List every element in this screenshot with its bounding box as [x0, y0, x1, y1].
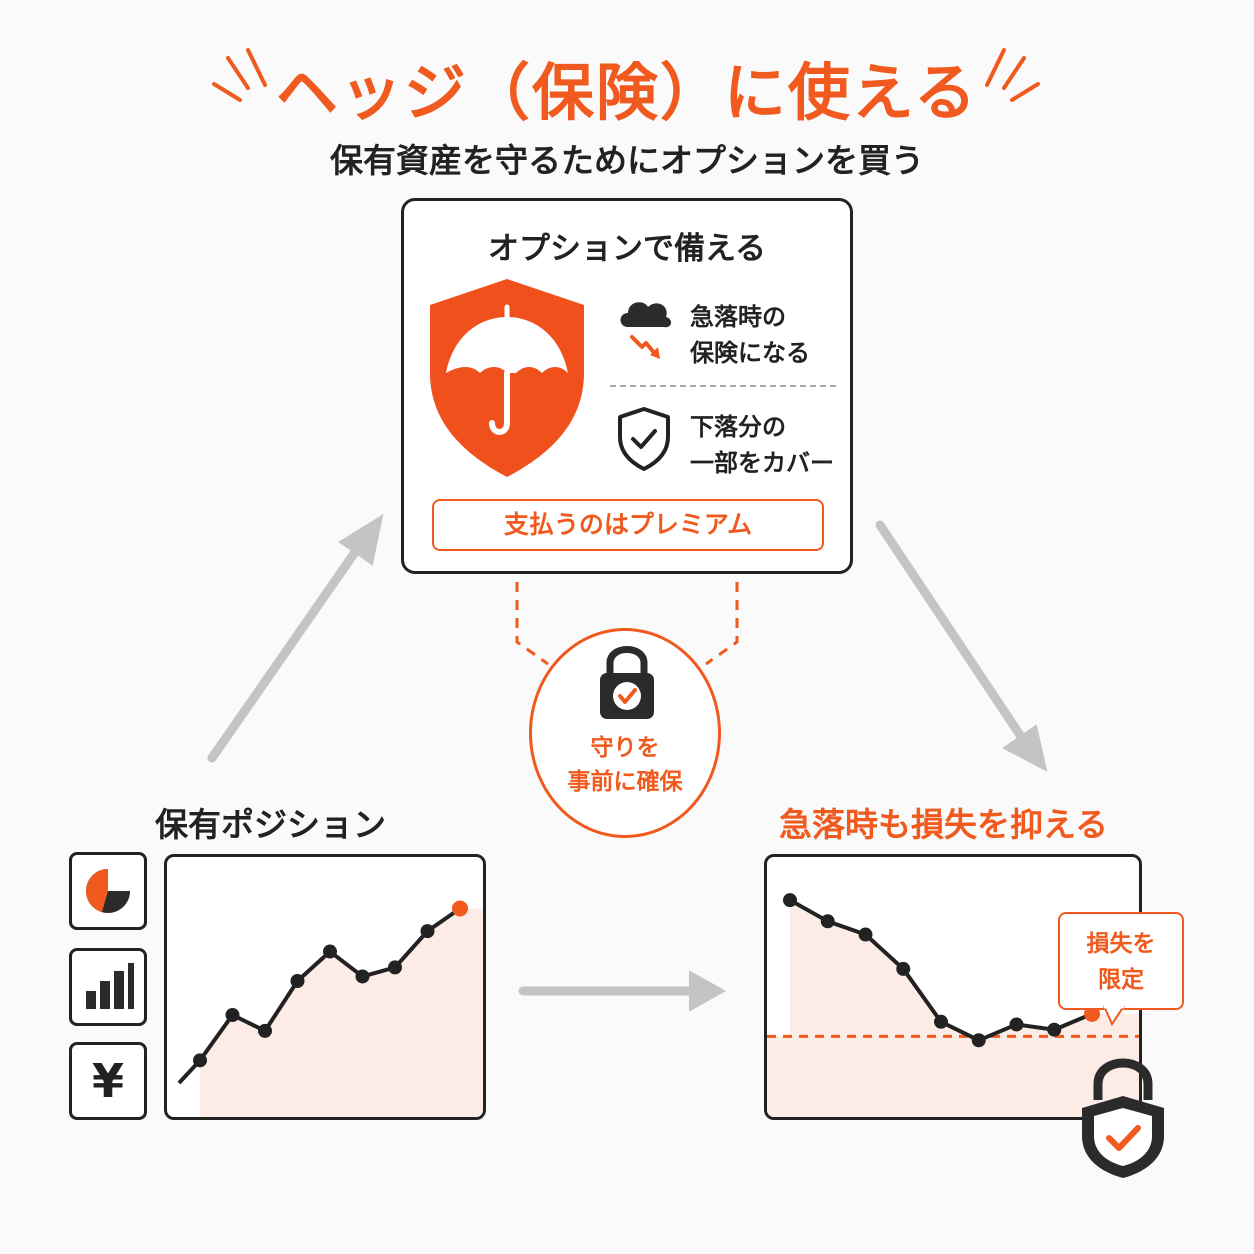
holding-chart-line: [177, 906, 462, 1085]
holding-chart-point: [193, 1053, 207, 1068]
arrow-down-head: [1002, 724, 1048, 772]
bar-chart-icon: [69, 948, 147, 1026]
premium-badge: 支払うのはプレミアム: [432, 499, 824, 551]
lock-badge-text: 守りを 事前に確保: [567, 735, 683, 795]
pie-chart-icon: [69, 852, 147, 930]
slash-right-3: [1010, 82, 1040, 102]
holding-chart-point: [225, 1008, 240, 1022]
slash-right-2: [985, 48, 1006, 87]
crash-chart-point: [783, 893, 797, 908]
crash-chart-svg: [767, 893, 1139, 1117]
shield-lock-icon: [1082, 1058, 1164, 1178]
slash-left-2: [246, 48, 267, 87]
slash-right-1: [1002, 56, 1026, 90]
title-decoration: [212, 48, 1040, 102]
holding-chart-point: [420, 924, 435, 939]
holding-chart-area: [200, 908, 483, 1117]
holding-label: 保有ポジション: [155, 805, 386, 844]
padlock-icon: [600, 646, 654, 719]
arrow-up-head: [338, 513, 384, 566]
loss-limit-callout: 損失を 限定: [1058, 912, 1184, 1010]
arrow-up-line: [207, 540, 365, 763]
page-title: ヘッジ（保険）に使える: [275, 56, 979, 129]
crash-label: 急落時も損失を抑える: [779, 805, 1109, 844]
holding-chart-point: [290, 974, 305, 988]
storm-cloud-icon: [620, 302, 672, 359]
option-card: オプションで備える 急落時の 保険になる 下落分の 一部をカバー 支払うのはプレ…: [401, 198, 853, 574]
arrow-down-line: [875, 520, 1027, 743]
holding-chart-point: [323, 944, 337, 959]
page-subtitle: 保有資産を守るためにオプションを買う: [330, 141, 924, 180]
holding-chart-point: [452, 900, 468, 917]
benefit-insurance: 急落時の 保険になる: [690, 303, 810, 367]
crash-chart-area: [790, 900, 1139, 1117]
holding-chart-point: [388, 960, 402, 975]
crash-chart-point: [1009, 1017, 1024, 1032]
crash-chart-point: [820, 914, 835, 929]
crash-chart-point: [1047, 1022, 1062, 1037]
shield-check-icon: [618, 407, 670, 471]
benefit-separator: [610, 385, 836, 387]
crash-chart-point: [858, 927, 873, 942]
crash-chart-point: [971, 1033, 986, 1048]
arrow-right-head: [689, 970, 727, 1012]
crash-chart-point: [934, 1014, 948, 1029]
holding-chart-point: [355, 969, 370, 984]
crash-chart-point: [896, 961, 911, 976]
lock-badge: 守りを 事前に確保: [529, 628, 721, 838]
slash-left-3: [212, 82, 242, 102]
crash-chart: [764, 854, 1142, 1120]
callout-pointer: [1102, 1006, 1126, 1027]
option-card-title: オプションで備える: [487, 231, 767, 267]
benefit-cover: 下落分の 一部をカバー: [690, 413, 834, 477]
slash-left-1: [226, 56, 250, 90]
shield-umbrella-icon: [430, 279, 584, 477]
holding-chart-point: [258, 1023, 272, 1038]
holding-chart: [164, 854, 486, 1120]
holding-chart-svg: [177, 900, 483, 1117]
yen-icon: ¥: [69, 1042, 147, 1120]
